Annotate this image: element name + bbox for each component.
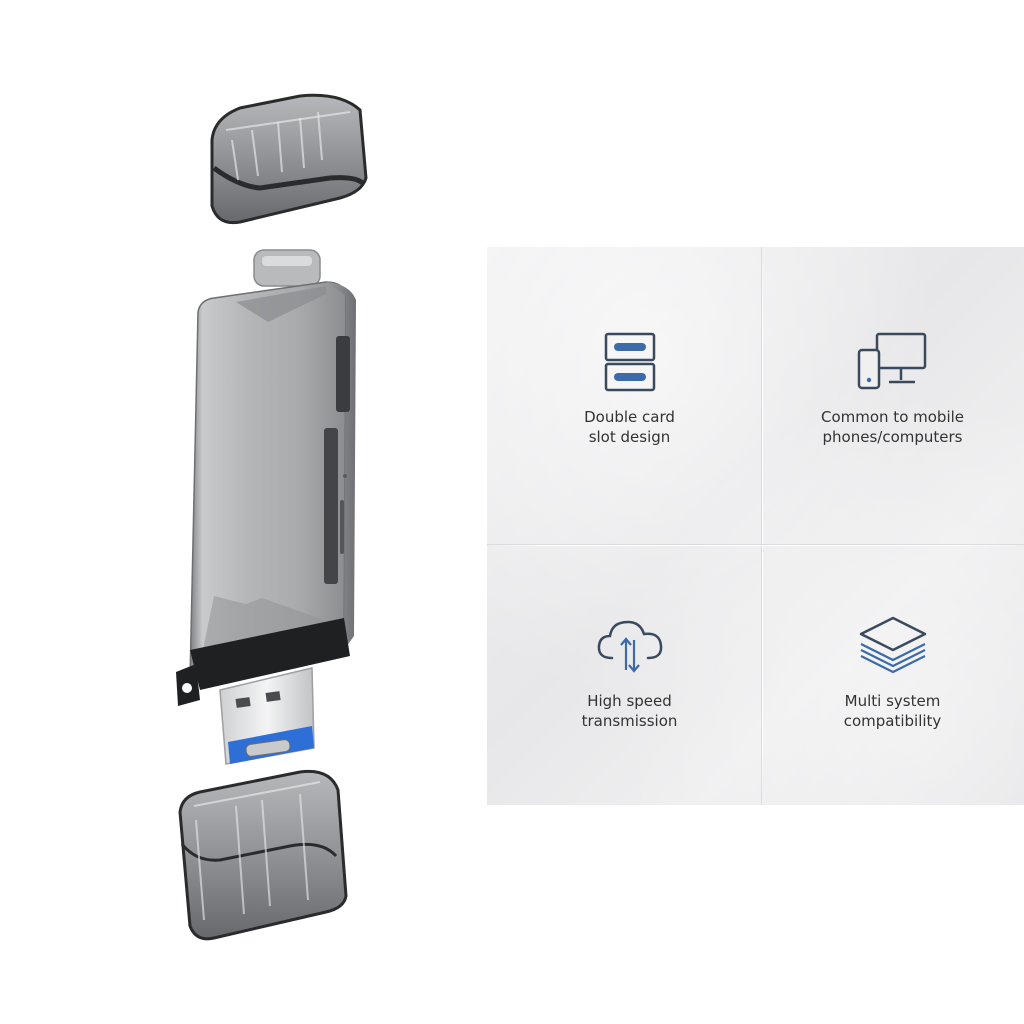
feature-mobile-computer: Common to mobile phones/computers bbox=[755, 327, 1024, 447]
feature-double-card-slot: Double card slot design bbox=[492, 327, 767, 447]
cloud-transfer-icon bbox=[590, 611, 670, 681]
feature-label-line-2: slot design bbox=[588, 428, 671, 446]
top-cap bbox=[210, 93, 368, 225]
feature-multi-system: Multi system compatibility bbox=[755, 611, 1024, 731]
bottom-cap bbox=[178, 769, 348, 941]
feature-label-line-2: compatibility bbox=[843, 712, 942, 730]
feature-high-speed: High speed transmission bbox=[492, 611, 767, 731]
card-reader-image bbox=[176, 93, 368, 941]
feature-label-line-2: transmission bbox=[581, 712, 678, 730]
usb-a-connector bbox=[219, 667, 315, 765]
feature-label-line-1: High speed bbox=[587, 692, 672, 710]
features-panel: Double card slot design Common to mobile… bbox=[487, 247, 1024, 805]
layers-icon bbox=[853, 611, 933, 681]
feature-label-line-1: Common to mobile bbox=[820, 408, 965, 426]
panel-divider-horizontal bbox=[487, 545, 1024, 546]
feature-label-line-1: Double card bbox=[584, 408, 675, 426]
double-card-slot-icon bbox=[590, 327, 670, 397]
panel-divider-vertical bbox=[762, 247, 763, 805]
feature-label-line-2: phones/computers bbox=[822, 428, 963, 446]
phone-computer-icon bbox=[853, 327, 933, 397]
type-c-connector bbox=[253, 249, 321, 287]
lanyard-loop bbox=[176, 664, 200, 706]
feature-label-line-1: Multi system bbox=[844, 692, 941, 710]
reader-body bbox=[189, 281, 356, 690]
